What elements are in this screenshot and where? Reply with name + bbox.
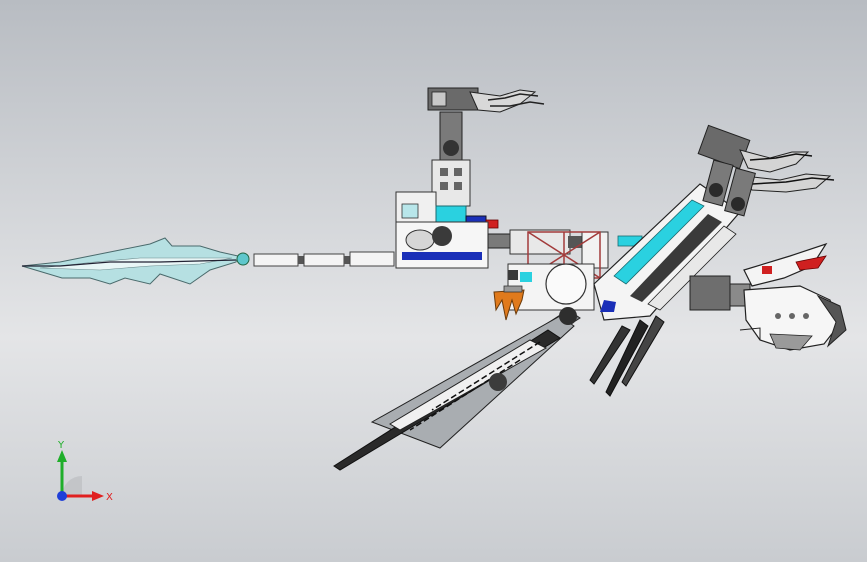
coordinate-triad: Y X [57, 440, 113, 503]
y-arrow-icon [57, 450, 67, 462]
y-axis-label: Y [57, 440, 65, 451]
dragon-head [689, 242, 847, 351]
x-axis-label: X [106, 492, 113, 503]
neck-armor [593, 183, 741, 321]
orange-foot-claw [493, 285, 525, 321]
tail-joint-ball [236, 252, 250, 266]
ice-tail-blade [21, 237, 239, 285]
upper-right-claws [697, 124, 835, 217]
z-axis-icon [57, 491, 67, 501]
torso-block [395, 159, 499, 269]
tail-segments [253, 251, 395, 267]
x-arrow-icon [92, 491, 104, 501]
upper-left-claw [427, 87, 545, 161]
front-spike-blades [589, 315, 665, 397]
hip-block [507, 263, 595, 311]
triad-plane-icon [62, 476, 82, 496]
hind-legs [333, 307, 581, 471]
